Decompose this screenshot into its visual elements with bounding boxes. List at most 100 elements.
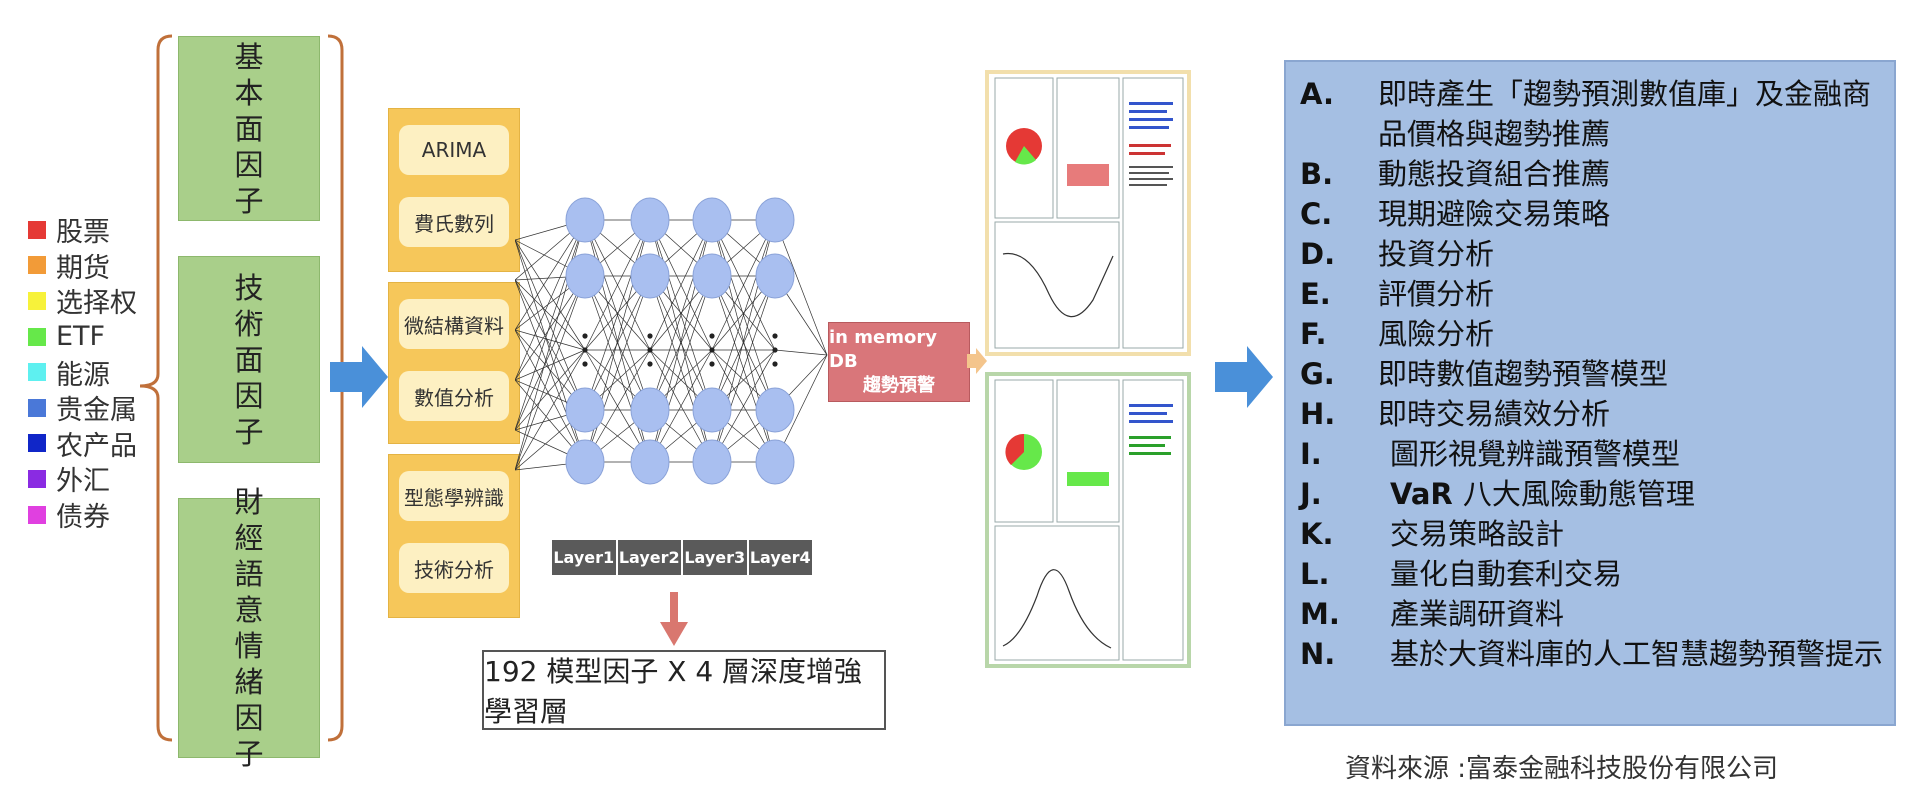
legend-item: 选择权	[28, 283, 148, 319]
result-key: G.	[1300, 357, 1335, 391]
factor-char: 面	[234, 111, 264, 146]
memory-db-title: in memory DB	[829, 327, 937, 372]
model-panel: 型態學辨識 技術分析	[388, 454, 520, 618]
factor-char: 面	[234, 342, 264, 377]
swatch	[28, 256, 46, 275]
ellipsis-dot	[647, 333, 653, 339]
result-key: L.	[1300, 557, 1330, 591]
legend-label: ETF	[56, 321, 106, 353]
swatch	[28, 398, 46, 417]
dashboard-preview	[994, 77, 1184, 349]
factor-char: 情	[234, 629, 264, 663]
factor-char: 本	[234, 75, 264, 110]
ellipsis-dot	[772, 333, 778, 339]
legend-item: 农产品	[28, 426, 148, 462]
result-key: H.	[1300, 397, 1336, 431]
model-caption: 192 模型因子 X 4 層深度增強學習層	[482, 650, 886, 730]
result-item: C.現期避險交易策略	[1300, 194, 1890, 234]
factor-char: 語	[234, 557, 264, 591]
factor-char: 術	[234, 306, 264, 341]
result-item: B.動態投資組合推薦	[1300, 154, 1890, 194]
network-node	[755, 387, 795, 433]
result-item: G.即時數值趨勢預警模型	[1300, 354, 1890, 394]
factor-char: 子	[234, 183, 264, 218]
network-node	[755, 439, 795, 485]
network-node	[565, 197, 605, 243]
result-text: 交易策略設計	[1390, 517, 1565, 551]
network-node	[565, 253, 605, 299]
result-item: A.即時產生「趨勢預測數值庫」及金融商品價格與趨勢推薦	[1300, 74, 1890, 154]
result-key: A.	[1300, 77, 1334, 111]
result-text: 量化自動套利交易	[1390, 557, 1623, 591]
result-key: N.	[1300, 637, 1336, 671]
panel-item: 費氏數列	[399, 197, 509, 247]
result-key: M.	[1300, 597, 1340, 631]
legend-label: 股票	[56, 217, 110, 249]
result-text: 風險分析	[1378, 317, 1495, 351]
result-key: J.	[1300, 477, 1322, 511]
legend-item: 能源	[28, 354, 148, 391]
factor-char: 因	[234, 378, 264, 413]
factor-char: 緒	[234, 665, 264, 699]
legend-item: 股票	[28, 212, 148, 248]
factor-char: 因	[234, 701, 264, 735]
factor-char: 子	[234, 414, 264, 449]
panel-item: 技術分析	[399, 543, 509, 593]
result-item: L. 量化自動套利交易	[1300, 554, 1890, 594]
legend-label: 期货	[56, 252, 110, 284]
panel-item: ARIMA	[399, 125, 509, 175]
result-text: VaR 八大風險動態管理	[1390, 477, 1695, 511]
legend-label: 贵金属	[56, 395, 137, 427]
network-node	[692, 197, 732, 243]
result-text: 基於大資料庫的人工智慧趨勢預警提示	[1390, 637, 1884, 671]
result-item: M.產業調研資料	[1300, 594, 1890, 634]
ellipsis-dot	[582, 333, 588, 339]
memory-db-subtitle: 趨勢預警	[863, 375, 935, 396]
result-text: 評價分析	[1378, 277, 1495, 311]
result-text-bold: VaR	[1390, 477, 1463, 511]
ellipsis-dot	[647, 347, 653, 353]
model-panel: ARIMA 費氏數列	[388, 108, 520, 272]
dashboard-preview	[994, 379, 1184, 661]
legend-item: ETF	[28, 319, 148, 355]
network-node	[630, 253, 670, 299]
layer-label: Layer2	[618, 540, 683, 575]
legend-item: 外汇	[28, 461, 148, 497]
technical-factor-box: 技術面因子	[178, 256, 320, 463]
right-arrow-icon	[330, 346, 388, 408]
memory-db-box: in memory DB 趨勢預警	[828, 322, 970, 402]
panel-item: 微結構資料	[399, 299, 509, 349]
network-node	[755, 197, 795, 243]
network-node	[692, 253, 732, 299]
ellipsis-dot	[647, 361, 653, 367]
factor-char: 經	[234, 521, 264, 555]
result-key: D.	[1300, 237, 1336, 271]
ellipsis-dot	[582, 361, 588, 367]
swatch	[28, 220, 46, 239]
right-arrow-icon	[1215, 346, 1273, 408]
ellipsis-dot	[709, 361, 715, 367]
factor-char: 財	[234, 485, 264, 519]
factor-char: 技	[234, 270, 264, 305]
swatch	[28, 434, 46, 453]
fundamental-factor-box: 基本面因子	[178, 36, 320, 221]
result-text: 動態投資組合推薦	[1378, 157, 1611, 191]
swatch	[28, 327, 46, 346]
result-key: F.	[1300, 317, 1327, 351]
result-item: J. VaR 八大風險動態管理	[1300, 474, 1890, 514]
ellipsis-dot	[709, 333, 715, 339]
layer-label-bar: Layer1 Layer2 Layer3 Layer4	[552, 540, 812, 575]
ellipsis-dot	[582, 347, 588, 353]
result-text: 圖形視覺辨識預警模型	[1390, 437, 1681, 471]
result-text: 即時交易績效分析	[1378, 397, 1611, 431]
factor-char: 意	[234, 593, 264, 627]
network-node	[565, 439, 605, 485]
layer-label: Layer3	[683, 540, 749, 575]
result-item: I.圖形視覺辨識預警模型	[1300, 434, 1890, 474]
network-node	[565, 387, 605, 433]
result-item: F. 風險分析	[1300, 314, 1890, 354]
ellipsis-dot	[709, 347, 715, 353]
dashboard-thumbnail	[985, 372, 1191, 668]
network-node	[692, 439, 732, 485]
